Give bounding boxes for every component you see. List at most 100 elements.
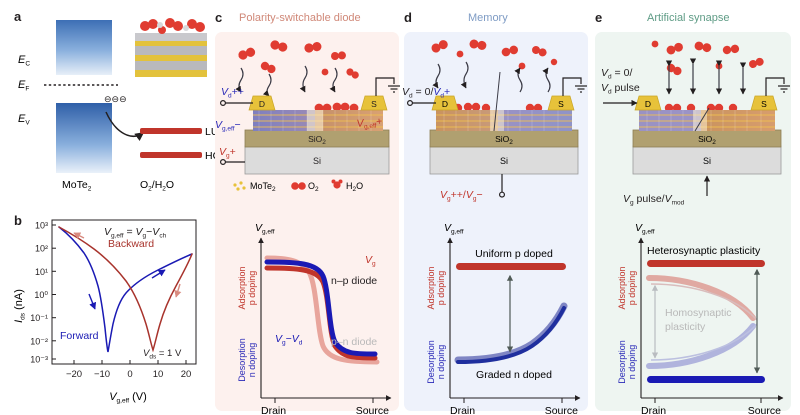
charge-transfer-arrow (105, 111, 145, 142)
svg-text:10⁻²: 10⁻² (30, 336, 48, 346)
d-curve-graded-n-core (456, 306, 566, 364)
svg-text:10²: 10² (35, 244, 48, 254)
panel-b: b 10³ 10² 10¹ 10⁰ 10⁻¹ (0, 196, 212, 415)
gate-wire (219, 159, 245, 166)
d-plot-ylabel: Vg,eff (444, 222, 464, 236)
mote2-crystal-illustration (135, 18, 207, 77)
source-electrode (360, 95, 388, 111)
vgeff-left-label: Vg,eff− (215, 119, 241, 133)
e-plot-x-left-label: Drain (641, 405, 666, 415)
valence-band-block (56, 103, 112, 173)
panel-e-title: Artificial synapse (647, 12, 730, 24)
x-axis-tick-labels: −20 −10 0 10 20 (66, 369, 191, 380)
c-plot-x-left-label: Drain (261, 405, 286, 415)
panel-a-band-diagram: EC EF EV ⊖⊖⊖ LUMO HOMO MoTe2 O2/H2O (18, 18, 238, 193)
c-plot-ylabel: Vg,eff (255, 222, 275, 236)
panel-d: d Memory (402, 0, 588, 415)
backward-arrow-left (73, 232, 85, 240)
panel-d-label: d (404, 10, 412, 25)
drain-label: D (259, 99, 265, 109)
o2-h2o-label: O2/H2O (140, 179, 174, 193)
e-curve-homo-upper-thin (650, 283, 758, 321)
forward-arrow-up (151, 269, 166, 279)
legend-mote2-label: MoTe2 (250, 181, 276, 193)
drain-wire (406, 99, 436, 106)
e-plot-x-right-label: Source (748, 405, 781, 415)
o2-molecules-gas (238, 40, 359, 79)
panel-c-plot: Vg,eff Adsorption p doping Desorption n … (237, 222, 392, 415)
molecule-flux-arrows (235, 65, 338, 97)
backward-curve (58, 226, 193, 353)
svg-text:10⁻³: 10⁻³ (30, 355, 48, 365)
c-plot-adsorption-label: Adsorption (237, 266, 247, 309)
panel-c: c Polarity-switchable diode (213, 0, 400, 415)
sio2-label: SiO2 (495, 134, 513, 146)
panel-d-plot: Vg,eff Adsorption p doping Desorption n … (426, 222, 581, 415)
svg-text:0: 0 (127, 369, 132, 380)
mote2-flake (436, 71, 572, 132)
vd-label: Vd = 0/Vd+ (402, 86, 450, 100)
e-plot-pdoping-label: p doping (627, 271, 637, 306)
d-plot-x-right-label: Source (545, 405, 578, 415)
vds-annotation: Vds = 1 V (143, 348, 182, 361)
panel-d-background (404, 32, 588, 411)
y-axis-ticks (52, 224, 56, 360)
sio2-label: SiO2 (308, 134, 326, 146)
e-curve-hetero-p (647, 260, 765, 267)
panel-b-chart: 10³ 10² 10¹ 10⁰ 10⁻¹ 10⁻² 10⁻³ −20 −10 0… (13, 219, 197, 405)
ef-label: EF (18, 79, 29, 93)
forward-label: Forward (60, 330, 99, 342)
vd-label: Vd = 0/ (601, 67, 632, 81)
e-plot-ylabel: Vg,eff (635, 222, 655, 236)
legend-o2-label: O2 (308, 181, 319, 193)
source-label: S (558, 99, 564, 109)
o2-molecules-gas (651, 40, 764, 76)
e-plot-adsorption-label: Adsorption (617, 266, 627, 309)
d-annotation-uniform-p: Uniform p doped (475, 248, 553, 260)
ec-label: EC (18, 54, 30, 68)
mote2-flake (253, 110, 383, 131)
e-curve-hetero-n (647, 376, 765, 383)
si-label: Si (703, 156, 711, 166)
d-plot-adsorption-label: Adsorption (426, 266, 436, 309)
legend-h2o-label: H2O (346, 181, 363, 193)
vgeff-right-label: Vg,eff+ (356, 115, 383, 131)
panel-c-title: Polarity-switchable diode (239, 12, 361, 24)
molecule-flux-arrows (432, 61, 551, 93)
panel-c-background (215, 32, 399, 411)
sio2-label: SiO2 (698, 134, 716, 146)
c-curve-vg-label: Vg (365, 254, 376, 268)
vg-label: Vg pulse/Vmod (623, 193, 685, 207)
source-label: S (761, 99, 767, 109)
e-curve-homo-lower-thin (650, 323, 758, 361)
d-curve-uniform-p (456, 263, 566, 270)
svg-text:10³: 10³ (35, 221, 48, 231)
molecule-flux-arrows (665, 58, 747, 95)
c-annotation-np-diode: n–p diode (331, 275, 377, 287)
gate-wire (498, 174, 505, 198)
e-annotation-homosynaptic-1: Homosynaptic (665, 307, 732, 319)
vg-label: Vg+ (219, 146, 236, 160)
panel-d-content: Si SiO2 D S (402, 39, 587, 415)
forward-curve (58, 226, 193, 353)
c-plot-desorption-label: Desorption (237, 338, 247, 382)
panel-b-label: b (14, 213, 22, 228)
panel-d-title: Memory (468, 12, 508, 24)
ground-symbol (562, 77, 587, 96)
y-axis-title: Ids (nA) (13, 289, 27, 323)
y-axis-tick-labels: 10³ 10² 10¹ 10⁰ 10⁻¹ 10⁻² 10⁻³ (30, 221, 48, 365)
panel-a-label: a (14, 9, 22, 24)
backward-label: Backward (108, 238, 154, 250)
source-electrode (750, 95, 778, 111)
panel-c-content: Si SiO2 D (215, 40, 400, 415)
drain-electrode (248, 95, 276, 111)
e-annotation-heterosynaptic: Heterosynaptic plasticity (647, 245, 761, 257)
svg-text:10⁻¹: 10⁻¹ (30, 313, 48, 323)
e-annotation-homosynaptic-2: plasticity (665, 321, 706, 333)
d-annotation-graded-n: Graded n doped (476, 369, 552, 381)
c-curve-vgvd-blue (264, 259, 378, 357)
o2-molecule-icon (291, 182, 306, 190)
d-plot-ndoping-label: n doping (436, 345, 446, 380)
c-curve-vgvd-label: Vg−Vd (275, 333, 303, 347)
mote2-flake (639, 107, 775, 132)
